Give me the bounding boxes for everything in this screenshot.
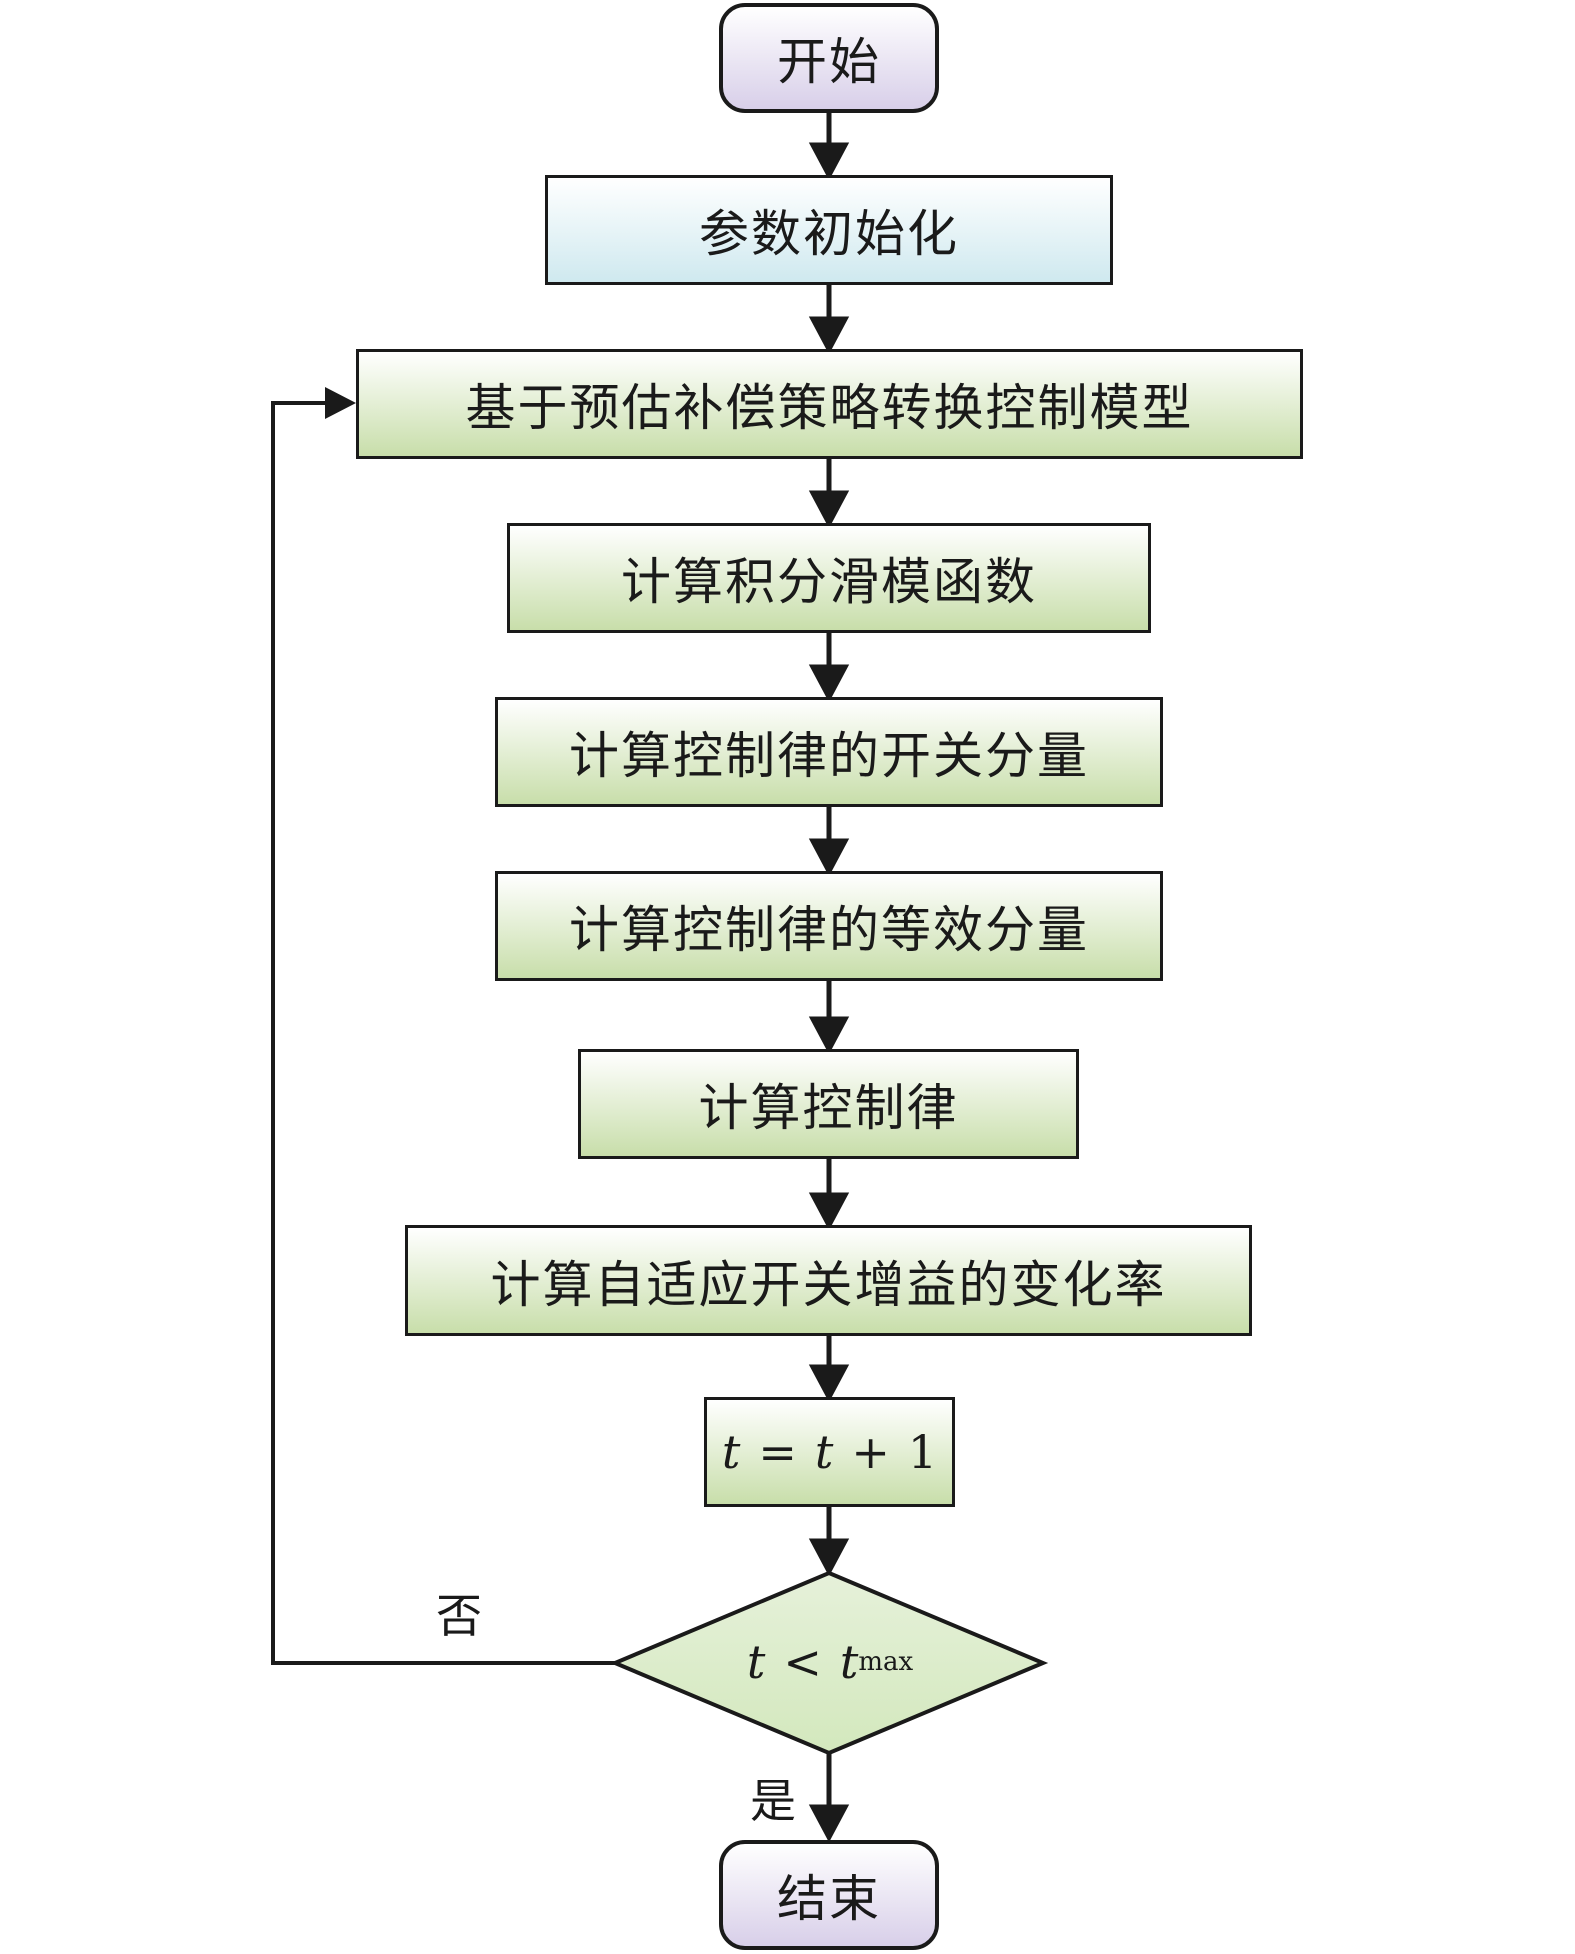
start-label: 开始 [777, 33, 881, 91]
decision-subscript: max [858, 1647, 914, 1677]
increment-lhs: t [721, 1425, 741, 1479]
arrowhead [808, 664, 850, 703]
switching-component-label: 计算控制律的开关分量 [569, 727, 1089, 785]
init-label: 参数初始化 [699, 205, 959, 263]
arrowhead [808, 1192, 850, 1231]
branch-no-label: 否 [436, 1589, 482, 1643]
control-law-label: 计算控制律 [698, 1079, 959, 1137]
end-label: 结束 [777, 1870, 881, 1928]
increment-plus: + [851, 1425, 890, 1479]
connector-arrows [808, 112, 850, 1843]
arrowhead [808, 1364, 850, 1403]
arrowhead [808, 316, 850, 355]
arrowhead [808, 1016, 850, 1055]
increment-rhs: t [814, 1425, 834, 1479]
arrowhead [808, 1538, 850, 1577]
start-node: 开始 [719, 3, 939, 113]
increment-equals: = [758, 1425, 797, 1479]
arrowhead [808, 490, 850, 529]
control-law-node: 计算控制律 [578, 1049, 1079, 1159]
transform-model-node: 基于预估补偿策略转换控制模型 [356, 349, 1303, 459]
adaptive-gain-rate-node: 计算自适应开关增益的变化率 [405, 1225, 1252, 1336]
increment-one: 1 [907, 1425, 938, 1479]
transform-model-label: 基于预估补偿策略转换控制模型 [465, 379, 1194, 437]
init-node: 参数初始化 [545, 175, 1113, 285]
decision-less-than: < [783, 1635, 822, 1689]
equivalent-component-node: 计算控制律的等效分量 [495, 871, 1163, 981]
arrowhead [808, 142, 850, 181]
sliding-function-label: 计算积分滑模函数 [621, 553, 1037, 611]
decision-lhs: t [746, 1635, 766, 1689]
arrowhead [808, 838, 850, 877]
branch-yes-label: 是 [750, 1774, 796, 1828]
sliding-function-node: 计算积分滑模函数 [507, 523, 1151, 633]
adaptive-gain-rate-label: 计算自适应开关增益的变化率 [490, 1255, 1167, 1314]
switching-component-node: 计算控制律的开关分量 [495, 697, 1163, 807]
feedback-arrowhead [325, 387, 356, 419]
decision-diamond [609, 1570, 1049, 1756]
arrowhead [808, 1804, 850, 1843]
end-node: 结束 [719, 1840, 939, 1950]
increment-node: t = t + 1 [704, 1397, 955, 1507]
feedback-loop [271, 401, 615, 1665]
equivalent-component-label: 计算控制律的等效分量 [569, 901, 1089, 959]
decision-rhs: t [839, 1635, 859, 1689]
